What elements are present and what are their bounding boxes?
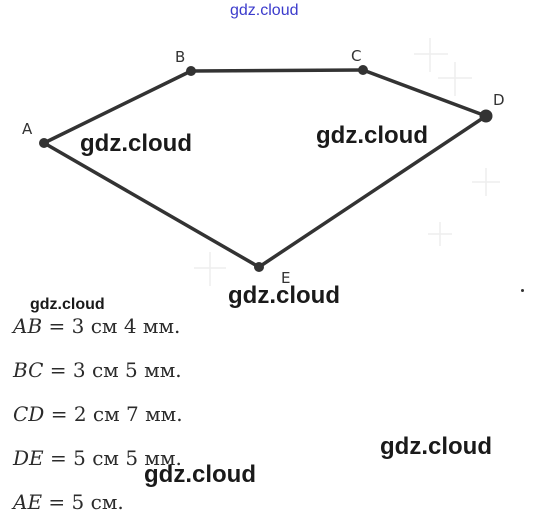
measurement-de: DE = 5 см 5 мм. xyxy=(13,443,183,487)
vertex-label-b: B xyxy=(175,48,185,66)
edge-cd xyxy=(361,68,488,118)
vertex-c xyxy=(358,65,368,75)
watermark: gdz.cloud xyxy=(316,122,428,149)
segment-length: 5 см. xyxy=(71,490,124,514)
segment-name: AE xyxy=(13,490,43,514)
vertex-label-a: A xyxy=(22,120,33,138)
background-marks xyxy=(194,38,500,286)
segment-name: AB xyxy=(13,314,43,338)
pentagon-figure: A B C D E xyxy=(22,38,505,287)
vertex-b xyxy=(186,66,196,76)
measurement-cd: CD = 2 см 7 мм. xyxy=(13,399,183,443)
segment-name: BC xyxy=(13,358,44,382)
vertex-label-e: E xyxy=(281,269,290,287)
watermark: gdz.cloud xyxy=(144,461,256,488)
equals-sign: = xyxy=(48,314,66,338)
watermark: gdz.cloud xyxy=(30,296,105,313)
vertex-label-d: D xyxy=(493,91,505,109)
vertex-label-c: C xyxy=(351,47,361,65)
edge-de xyxy=(257,114,488,269)
vertex-labels: A B C D E xyxy=(22,47,505,287)
measurement-ab: AB = 3 см 4 мм. xyxy=(13,311,183,355)
segment-name: DE xyxy=(13,446,44,470)
equals-sign: = xyxy=(49,358,67,382)
pentagon-edges xyxy=(42,68,488,269)
vertex-d xyxy=(479,109,493,123)
measurement-ae: AE = 5 см. xyxy=(13,487,183,531)
segment-length: 3 см 4 мм. xyxy=(71,314,181,338)
edge-ab xyxy=(42,69,193,145)
watermark-top: gdz.cloud xyxy=(230,2,299,19)
watermark: gdz.cloud xyxy=(228,282,340,309)
watermark: gdz.cloud xyxy=(80,130,192,157)
segment-length: 5 см 5 мм. xyxy=(73,446,182,470)
edge-ea xyxy=(42,141,261,269)
segment-name: CD xyxy=(13,402,45,426)
vertex-e xyxy=(254,262,264,272)
equals-sign: = xyxy=(50,446,67,470)
equals-sign: = xyxy=(50,402,68,426)
vertex-a xyxy=(39,138,49,148)
equals-sign: = xyxy=(48,490,66,514)
measurement-list: AB = 3 см 4 мм. BC = 3 см 5 мм. CD = 2 с… xyxy=(13,311,183,531)
watermark: gdz.cloud xyxy=(380,433,492,460)
stray-dot xyxy=(521,289,524,292)
segment-length: 2 см 7 мм. xyxy=(73,402,183,426)
segment-length: 3 см 5 мм. xyxy=(72,358,182,382)
measurement-bc: BC = 3 см 5 мм. xyxy=(13,355,183,399)
edge-bc xyxy=(189,68,365,73)
pentagon-vertices xyxy=(39,65,493,272)
